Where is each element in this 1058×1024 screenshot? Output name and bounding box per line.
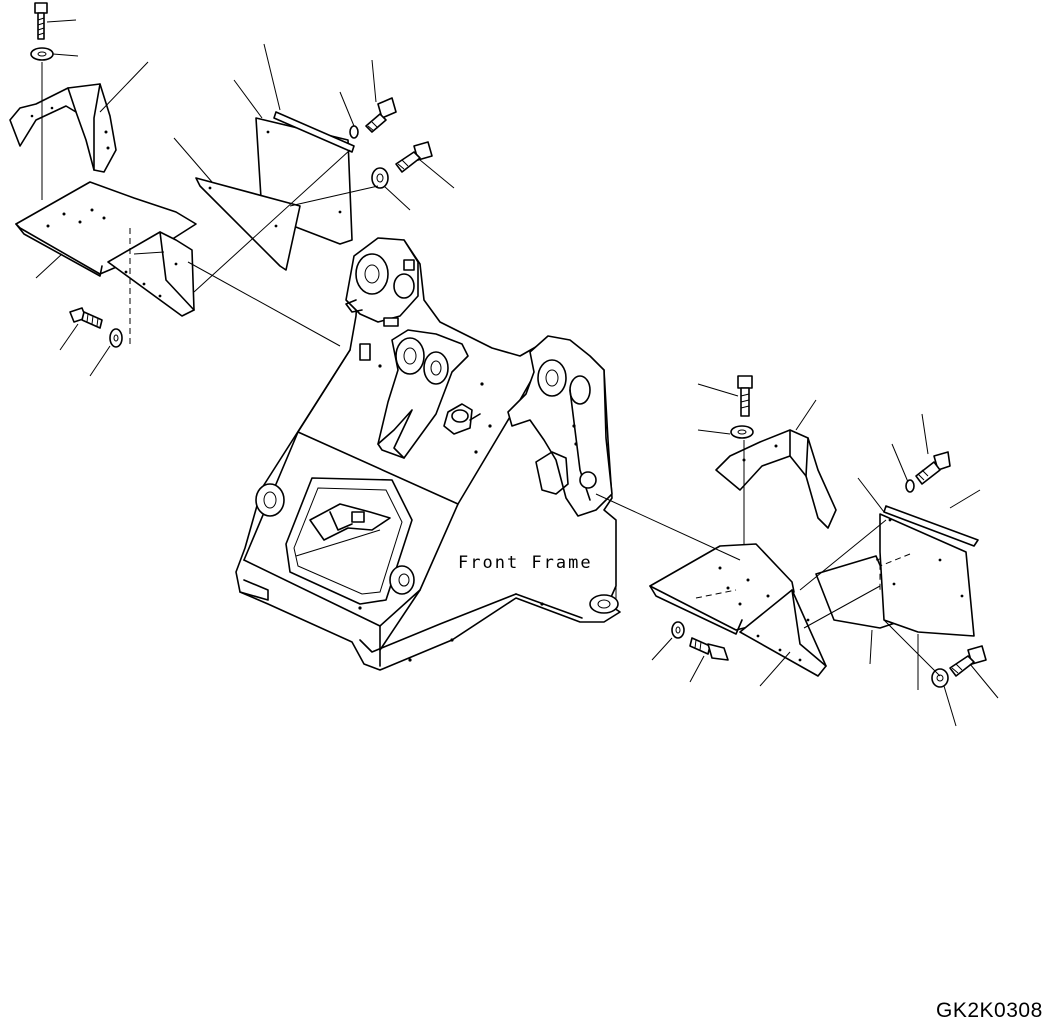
bolt-right-panel-lower [949, 645, 987, 677]
washer-right-top [730, 425, 754, 439]
washer-rear-upper [349, 125, 359, 139]
front-frame [235, 237, 621, 671]
right-guard-assembly [595, 375, 999, 727]
left-guard-assembly [9, 2, 455, 377]
bolt-right-top [737, 375, 753, 417]
washer-rear-lower [371, 167, 389, 189]
bolt-left-top [34, 2, 48, 40]
washer-right-panel-lower [931, 668, 949, 688]
bolt-right-panel-upper [915, 451, 951, 485]
drawing-code: GK2K0308 [936, 999, 1043, 1022]
washer-left-top [30, 47, 54, 61]
washer-right-lower [671, 621, 685, 639]
bolt-right-lower [689, 637, 729, 661]
front-frame-label: Front Frame [458, 553, 593, 573]
washer-right-panel-upper [905, 479, 915, 493]
bolt-rear-upper [365, 97, 397, 133]
bolt-left-lower [69, 307, 103, 329]
washer-left-lower [109, 328, 123, 348]
bolt-rear-lower [395, 141, 433, 173]
